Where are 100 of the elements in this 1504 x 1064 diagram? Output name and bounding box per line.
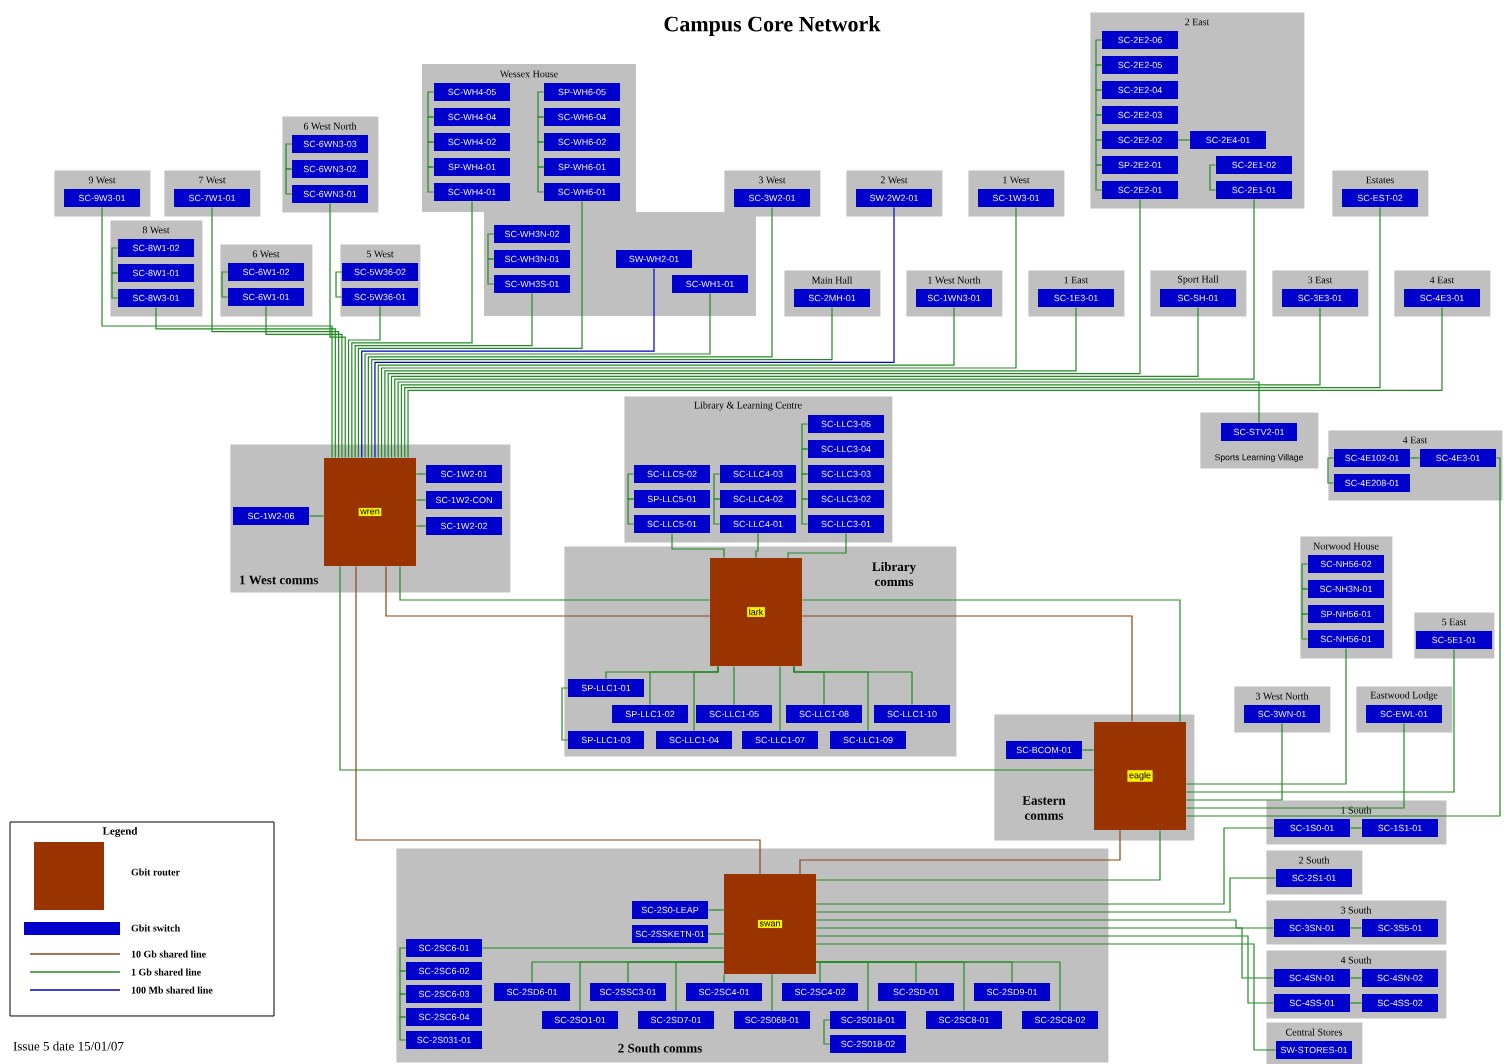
network-link — [1095, 64, 1103, 91]
network-link — [1349, 1002, 1363, 1004]
network-link — [815, 919, 1275, 929]
network-link — [221, 271, 229, 298]
network-link — [1185, 722, 1283, 801]
network-link — [351, 200, 473, 459]
network-link — [111, 272, 119, 299]
network-link — [377, 306, 955, 459]
network-link — [537, 116, 545, 143]
network-link — [1409, 457, 1421, 459]
network-link — [155, 306, 336, 459]
network-link — [427, 166, 435, 193]
network-link — [815, 877, 1277, 913]
title: Campus Core Network — [664, 16, 881, 36]
network-link — [399, 947, 407, 972]
network-link — [339, 565, 1095, 771]
network-link — [723, 973, 725, 984]
network-link — [285, 143, 293, 170]
network-link — [335, 271, 343, 298]
network-link — [399, 993, 407, 1018]
network-link — [1095, 89, 1103, 116]
network-link — [707, 909, 725, 911]
network-link — [627, 473, 635, 500]
network-link — [561, 687, 569, 741]
network-link — [537, 141, 545, 168]
network-link — [487, 233, 495, 260]
network-link — [1177, 139, 1191, 141]
network-link — [1095, 114, 1103, 141]
network-link — [354, 292, 533, 459]
network-link — [755, 532, 759, 559]
network-link — [357, 200, 583, 459]
network-link — [671, 532, 725, 559]
network-link — [1185, 647, 1347, 785]
network-link — [385, 565, 711, 617]
network-link — [1349, 977, 1363, 979]
network-link — [399, 970, 407, 995]
network-link — [265, 305, 343, 459]
network-link — [415, 525, 427, 527]
network-link — [1081, 749, 1095, 751]
network-link — [801, 498, 809, 525]
network-link — [427, 91, 435, 118]
network-link — [399, 1016, 407, 1041]
network-link — [111, 247, 119, 274]
network-link — [537, 91, 545, 118]
network-link — [1095, 39, 1103, 66]
network-link — [793, 665, 869, 732]
network-link — [1185, 722, 1405, 809]
network-link — [397, 381, 1260, 459]
network-link — [427, 116, 435, 143]
network-link — [1301, 588, 1309, 615]
network-link — [815, 827, 1275, 905]
network-link — [801, 423, 809, 450]
network-link — [364, 292, 711, 459]
network-link — [374, 206, 895, 459]
network-link — [481, 947, 725, 949]
network-link — [801, 615, 1133, 723]
network-link — [771, 973, 773, 1012]
network-link — [367, 206, 773, 459]
network-link — [399, 565, 711, 601]
network-link — [815, 943, 1277, 1051]
network-link — [1185, 457, 1501, 817]
network-link — [384, 306, 1077, 459]
network-link — [1327, 457, 1335, 484]
network-link — [415, 473, 427, 475]
network-link — [707, 933, 725, 935]
network-link — [815, 829, 1161, 881]
network-link — [1349, 827, 1363, 829]
network-link — [815, 961, 1061, 1012]
network-link — [733, 665, 735, 706]
network-link — [1301, 613, 1309, 640]
network-link — [801, 448, 809, 475]
network-link — [404, 206, 1381, 459]
network-link — [1185, 648, 1455, 793]
network-link — [1209, 164, 1217, 191]
network-link — [799, 829, 1121, 875]
network-link — [361, 267, 655, 459]
network-link — [285, 168, 293, 195]
network-link — [801, 599, 1181, 723]
network-link — [815, 927, 1275, 979]
network-link — [1301, 563, 1309, 590]
network-link — [101, 206, 333, 459]
network-link — [371, 306, 833, 459]
network-link — [355, 565, 761, 875]
network-link — [427, 141, 435, 168]
network-link — [1095, 139, 1103, 166]
network-link — [815, 935, 1275, 1004]
network-link — [675, 961, 725, 1012]
network-link — [693, 665, 719, 732]
network-link — [823, 1019, 831, 1045]
network-link — [627, 498, 635, 525]
network-link — [211, 206, 340, 459]
network-link — [487, 258, 495, 285]
network-link — [787, 532, 847, 559]
network-link — [801, 473, 809, 500]
network-link — [537, 166, 545, 193]
network-link — [779, 665, 781, 732]
network-link — [713, 498, 721, 525]
network-link — [415, 499, 427, 501]
network-link — [1095, 164, 1103, 191]
network-link — [347, 305, 381, 459]
